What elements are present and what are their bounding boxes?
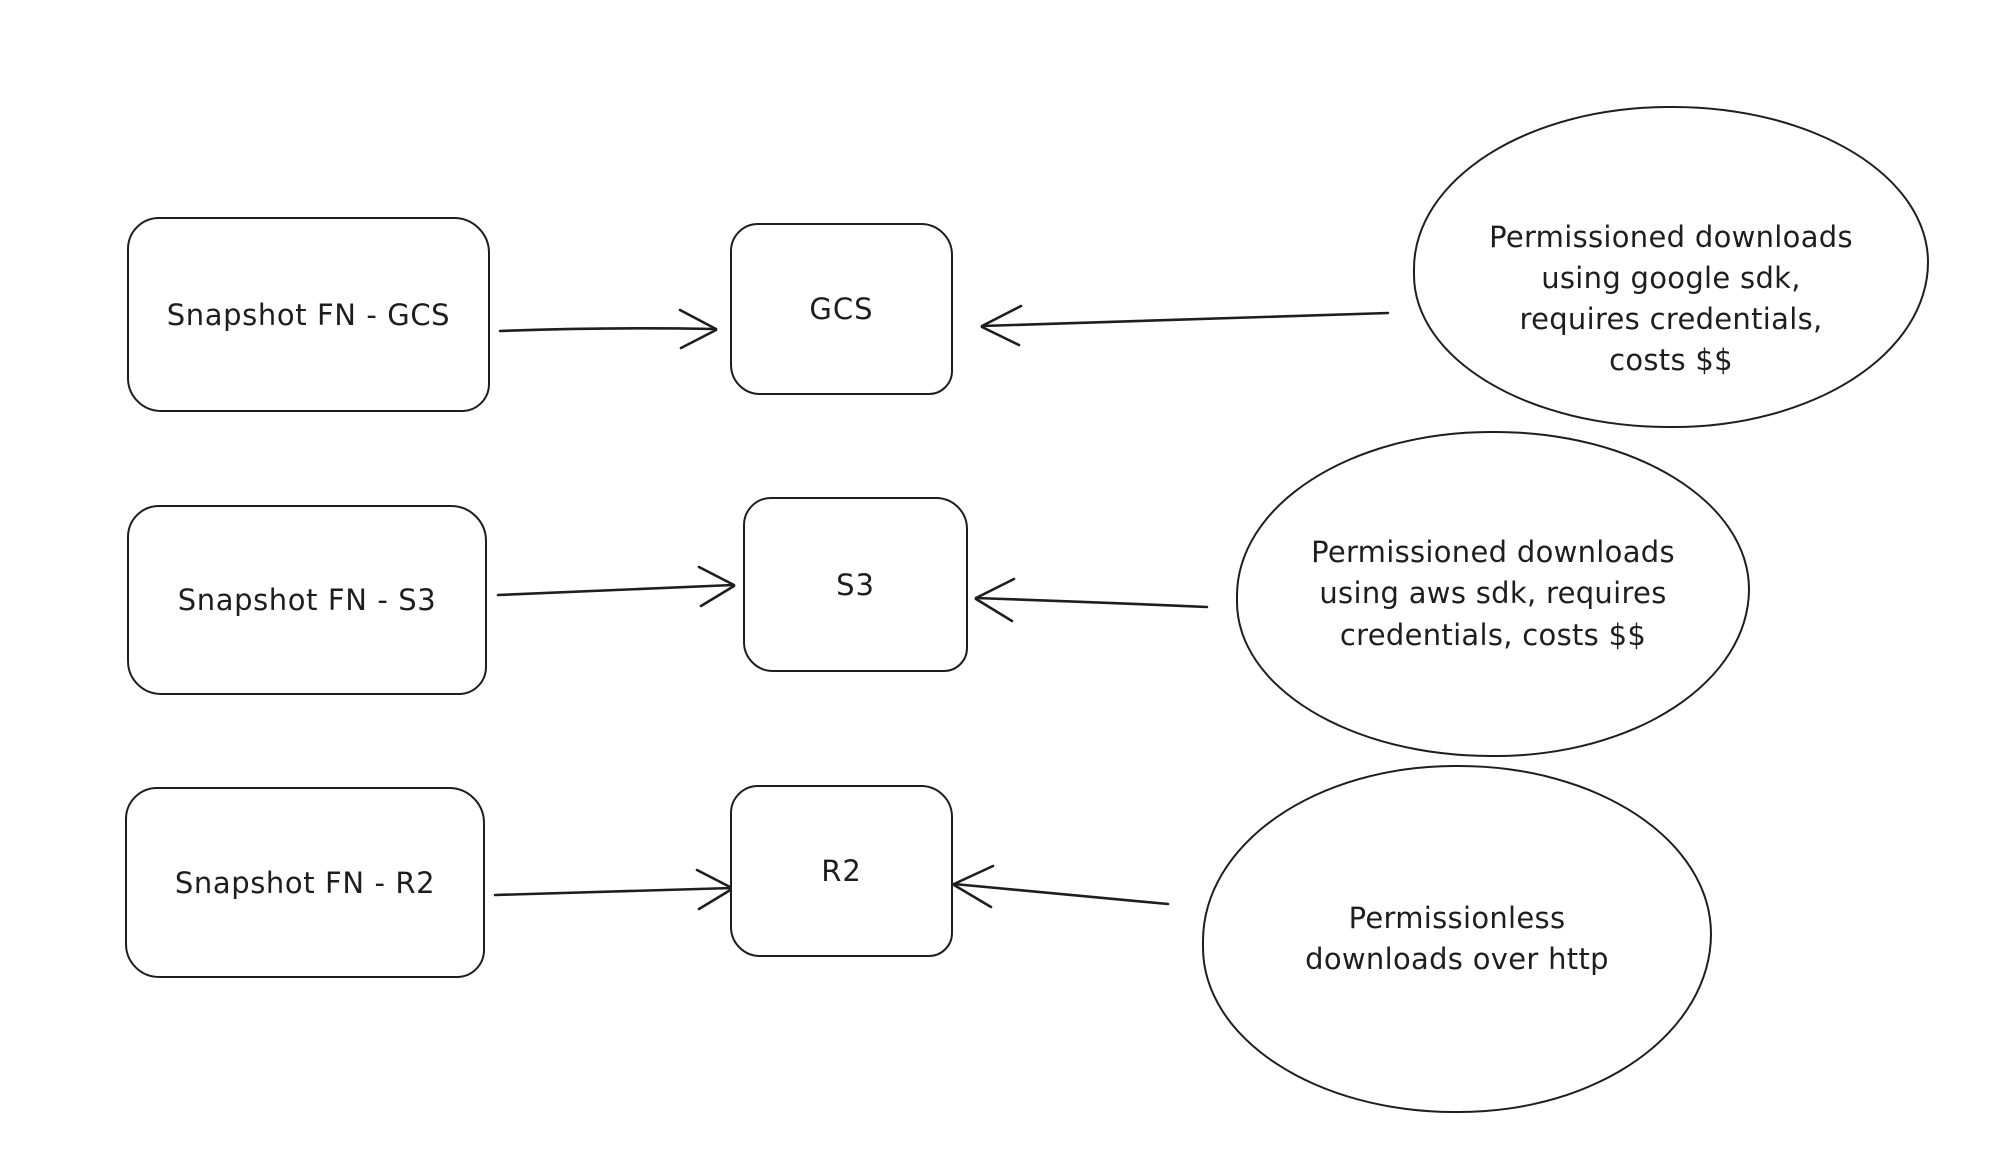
s3-box[interactable]: S3 <box>743 497 968 672</box>
arrow-s3-note-to-s3[interactable] <box>974 577 1209 623</box>
s3-note-line: using aws sdk, requires <box>1319 576 1667 611</box>
s3-label: S3 <box>836 567 875 602</box>
r2-label: R2 <box>821 854 862 888</box>
r2-box[interactable]: R2 <box>730 785 953 957</box>
s3-note-text: Permissioned downloads using aws sdk, re… <box>1311 532 1675 656</box>
snapshot-fn-s3-label: Snapshot FN - S3 <box>177 583 437 617</box>
arrow-snapshot-fn-s3-to-s3[interactable] <box>496 565 736 608</box>
gcs-label: GCS <box>809 292 874 326</box>
arrow-snapshot-fn-r2-to-r2[interactable] <box>493 868 734 911</box>
snapshot-fn-gcs-box[interactable]: Snapshot FN - GCS <box>127 217 490 412</box>
r2-note-line: Permissionless <box>1348 900 1566 935</box>
gcs-note-line: using google sdk, <box>1541 260 1801 295</box>
gcs-note-line: costs $$ <box>1609 343 1733 378</box>
snapshot-fn-gcs-label: Snapshot FN - GCS <box>166 297 451 332</box>
gcs-note-line: requires credentials, <box>1519 302 1823 336</box>
snapshot-fn-s3-box[interactable]: Snapshot FN - S3 <box>127 505 487 695</box>
snapshot-fn-r2-label: Snapshot FN - R2 <box>174 865 436 900</box>
s3-note-line: credentials, costs $$ <box>1339 617 1647 652</box>
arrow-snapshot-fn-gcs-to-gcs[interactable] <box>498 308 718 350</box>
gcs-note-ellipse[interactable]: Permissioned downloads using google sdk,… <box>1413 106 1929 428</box>
r2-note-text: Permissionless downloads over http <box>1305 898 1609 980</box>
s3-note-line: Permissioned downloads <box>1311 535 1675 570</box>
gcs-note-line: Permissioned downloads <box>1489 219 1853 254</box>
gcs-box[interactable]: GCS <box>730 223 953 395</box>
arrow-r2-note-to-r2[interactable] <box>952 864 1170 909</box>
snapshot-fn-r2-box[interactable]: Snapshot FN - R2 <box>125 787 485 978</box>
gcs-note-text: Permissioned downloads using google sdk,… <box>1489 217 1853 382</box>
s3-note-ellipse[interactable]: Permissioned downloads using aws sdk, re… <box>1236 431 1750 757</box>
arrow-gcs-note-to-gcs[interactable] <box>980 304 1390 347</box>
r2-note-ellipse[interactable]: Permissionless downloads over http <box>1202 765 1712 1113</box>
r2-note-line: downloads over http <box>1305 942 1609 976</box>
